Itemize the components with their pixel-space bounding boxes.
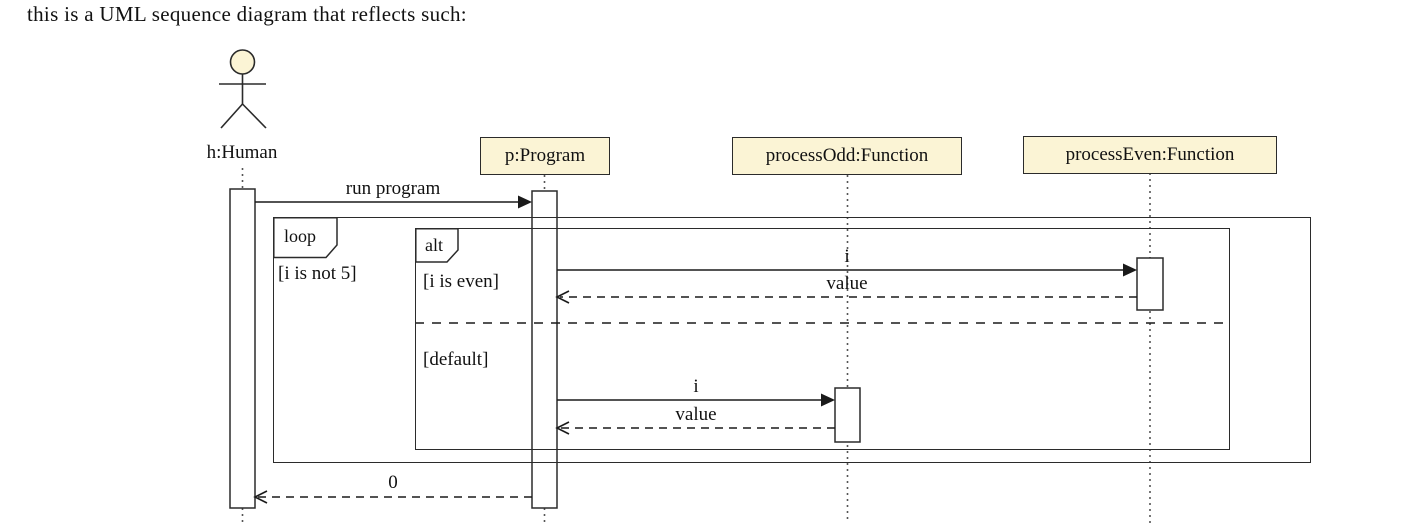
activation-bars	[229, 188, 1164, 509]
final-return-arrowhead	[253, 490, 268, 504]
odd-call-message-label: i	[693, 376, 699, 397]
activation-bar-program	[531, 190, 558, 509]
even-return-arrowhead	[555, 290, 570, 304]
actor-leg-left	[220, 103, 244, 129]
actor-leg-right	[241, 103, 267, 129]
loop-guard-label: [i is not 5]	[278, 263, 357, 284]
alt-frame	[415, 228, 1230, 450]
message-arrows	[253, 195, 1137, 504]
even-return-message-label: value	[826, 273, 868, 294]
even-call-message-label: i	[844, 246, 850, 267]
lifeline-head-program: p:Program	[480, 137, 610, 175]
actor-label: h:Human	[206, 142, 278, 163]
lifeline-head-processeven-label: processEven:Function	[1065, 144, 1235, 165]
alt-guard-even-label: [i is even]	[423, 271, 499, 292]
loop-frame	[273, 217, 1311, 463]
activation-bar-processodd	[834, 387, 861, 443]
lifeline-head-processodd-label: processOdd:Function	[765, 145, 929, 166]
loop-operator-label: loop	[284, 226, 317, 246]
final-return-message-label: 0	[388, 472, 398, 493]
activation-bar-human	[229, 188, 256, 509]
alt-guard-default-label: [default]	[423, 349, 489, 370]
activation-bar-processeven	[1136, 257, 1164, 311]
lifeline-head-processodd: processOdd:Function	[732, 137, 962, 175]
actor-head-icon	[229, 49, 256, 75]
lifeline-head-program-label: p:Program	[504, 145, 586, 166]
run-program-arrowhead	[518, 195, 532, 209]
even-call-arrowhead	[1123, 263, 1137, 277]
odd-return-message-label: value	[675, 404, 717, 425]
lifelines	[241, 168, 1151, 523]
run-program-message-label: run program	[345, 178, 441, 199]
alt-operator-label: alt	[425, 235, 443, 255]
odd-return-arrowhead	[555, 421, 570, 435]
lifeline-head-processeven: processEven:Function	[1023, 136, 1277, 174]
page-title: this is a UML sequence diagram that refl…	[27, 2, 467, 26]
actor-figure	[219, 49, 267, 129]
odd-call-arrowhead	[821, 393, 835, 407]
